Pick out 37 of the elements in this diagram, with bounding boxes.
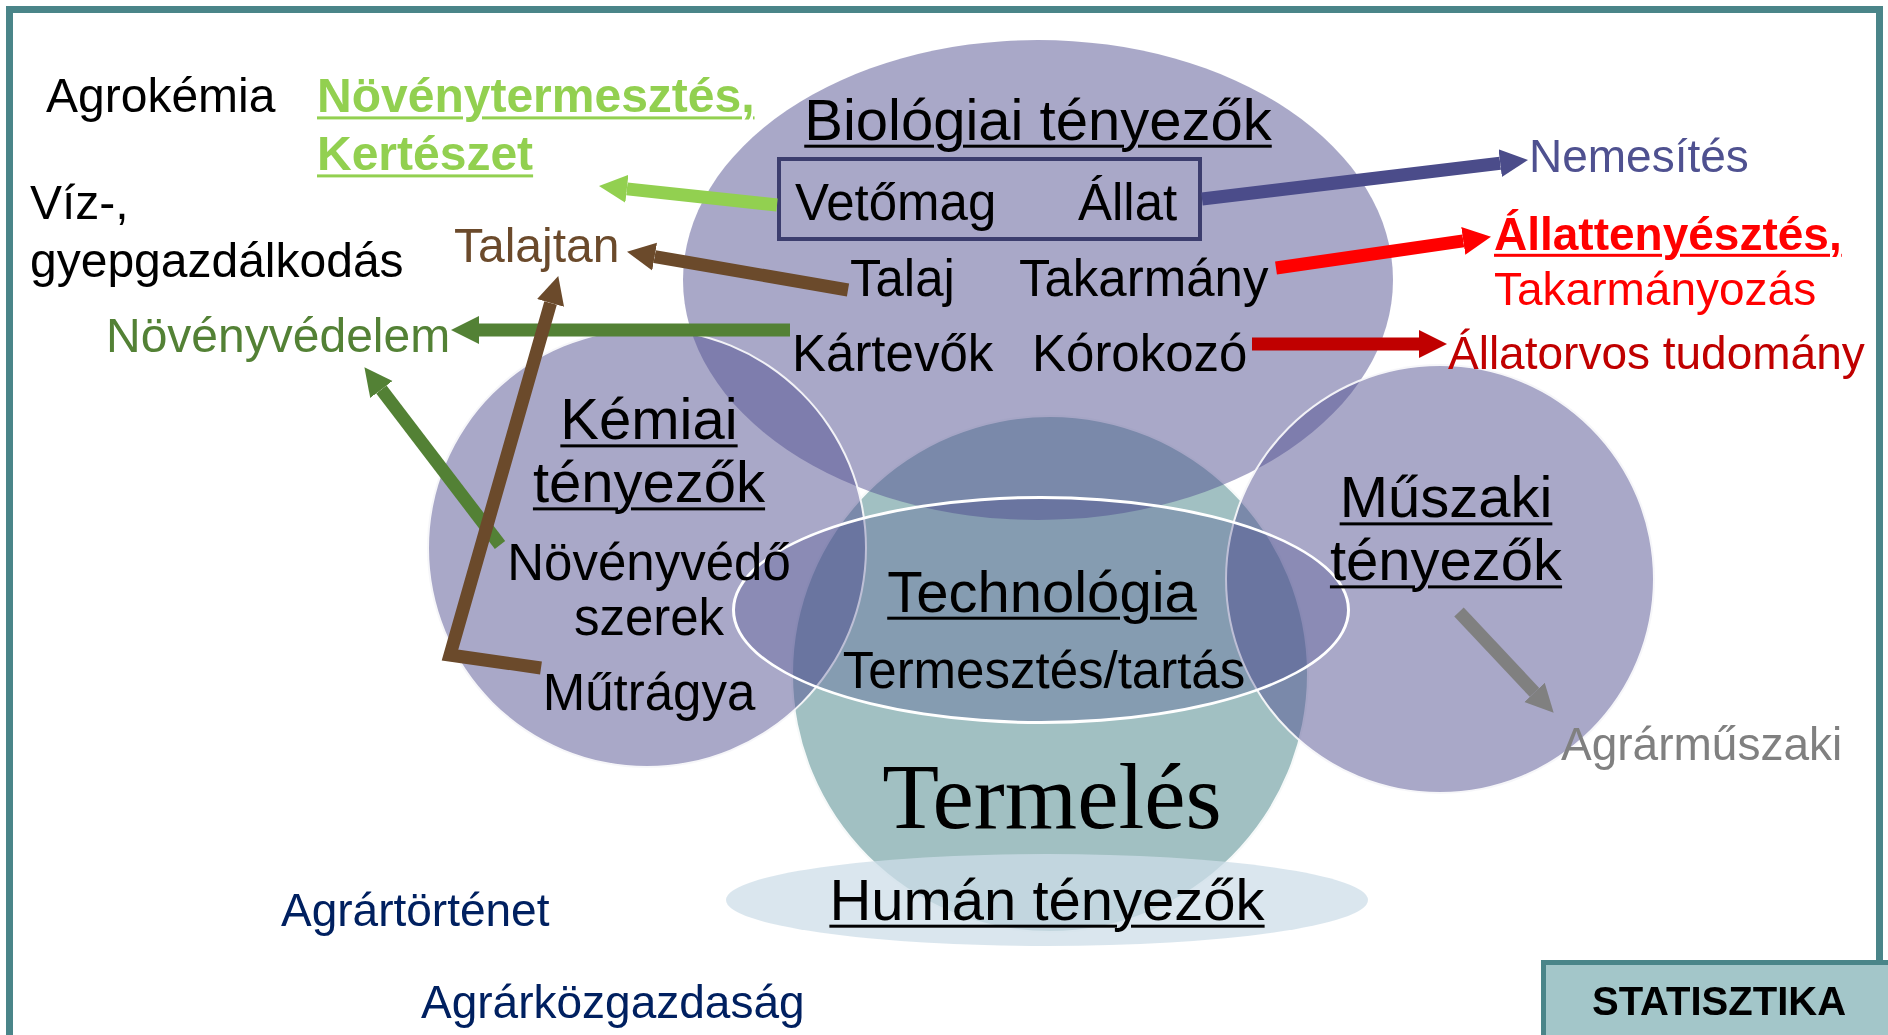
item-text: Állat <box>1078 175 1178 231</box>
arrow <box>364 367 506 549</box>
arrow <box>599 174 778 212</box>
item-text: Termelés <box>882 746 1222 848</box>
item-text: Talaj <box>850 249 955 310</box>
discipline-label: Növényvédelem <box>106 308 451 365</box>
heading-text: Technológia <box>887 560 1197 624</box>
discipline-label: Nemesítés <box>1529 129 1749 185</box>
item-text: Növényvédő szerek <box>506 534 792 646</box>
heading-text: Biológiai tényezők <box>804 88 1272 152</box>
discipline-label: Takarmányozás <box>1494 262 1817 317</box>
discipline-label: Agrárközgazdaság <box>421 975 805 1031</box>
arrow <box>451 316 790 344</box>
outlined-box <box>1541 960 1888 1035</box>
item-text: STATISZTIKA <box>1592 980 1846 1024</box>
item-text: Takarmány <box>1019 249 1269 310</box>
discipline-label: Állatorvos tudomány <box>1448 326 1865 382</box>
item-text: Műtrágya <box>542 665 756 721</box>
item-text: Kórokozó <box>1032 324 1248 385</box>
item-text: Kártevők <box>792 324 994 385</box>
heading-text: Kémiai tényezők <box>531 388 767 514</box>
arrow <box>627 242 850 297</box>
item-text: Vetőmag <box>795 175 997 231</box>
arrow <box>1201 149 1528 206</box>
item-text: Termesztés/tartás <box>842 643 1246 699</box>
heading-text: Műszaki tényezők <box>1328 466 1564 592</box>
outlined-box <box>777 157 1202 241</box>
discipline-label: Állattenyésztés, <box>1494 206 1842 262</box>
discipline-label: Talajtan <box>454 218 620 275</box>
discipline-label: Agrárműszaki <box>1561 717 1843 773</box>
heading-text: Humán tényezők <box>829 868 1265 932</box>
discipline-label: Agrártörténet <box>281 883 550 939</box>
arrow <box>441 276 565 675</box>
arrow <box>1275 227 1491 275</box>
discipline-label: Agrokémia <box>46 68 276 125</box>
arrow <box>1454 607 1554 713</box>
arrow <box>1252 330 1447 358</box>
